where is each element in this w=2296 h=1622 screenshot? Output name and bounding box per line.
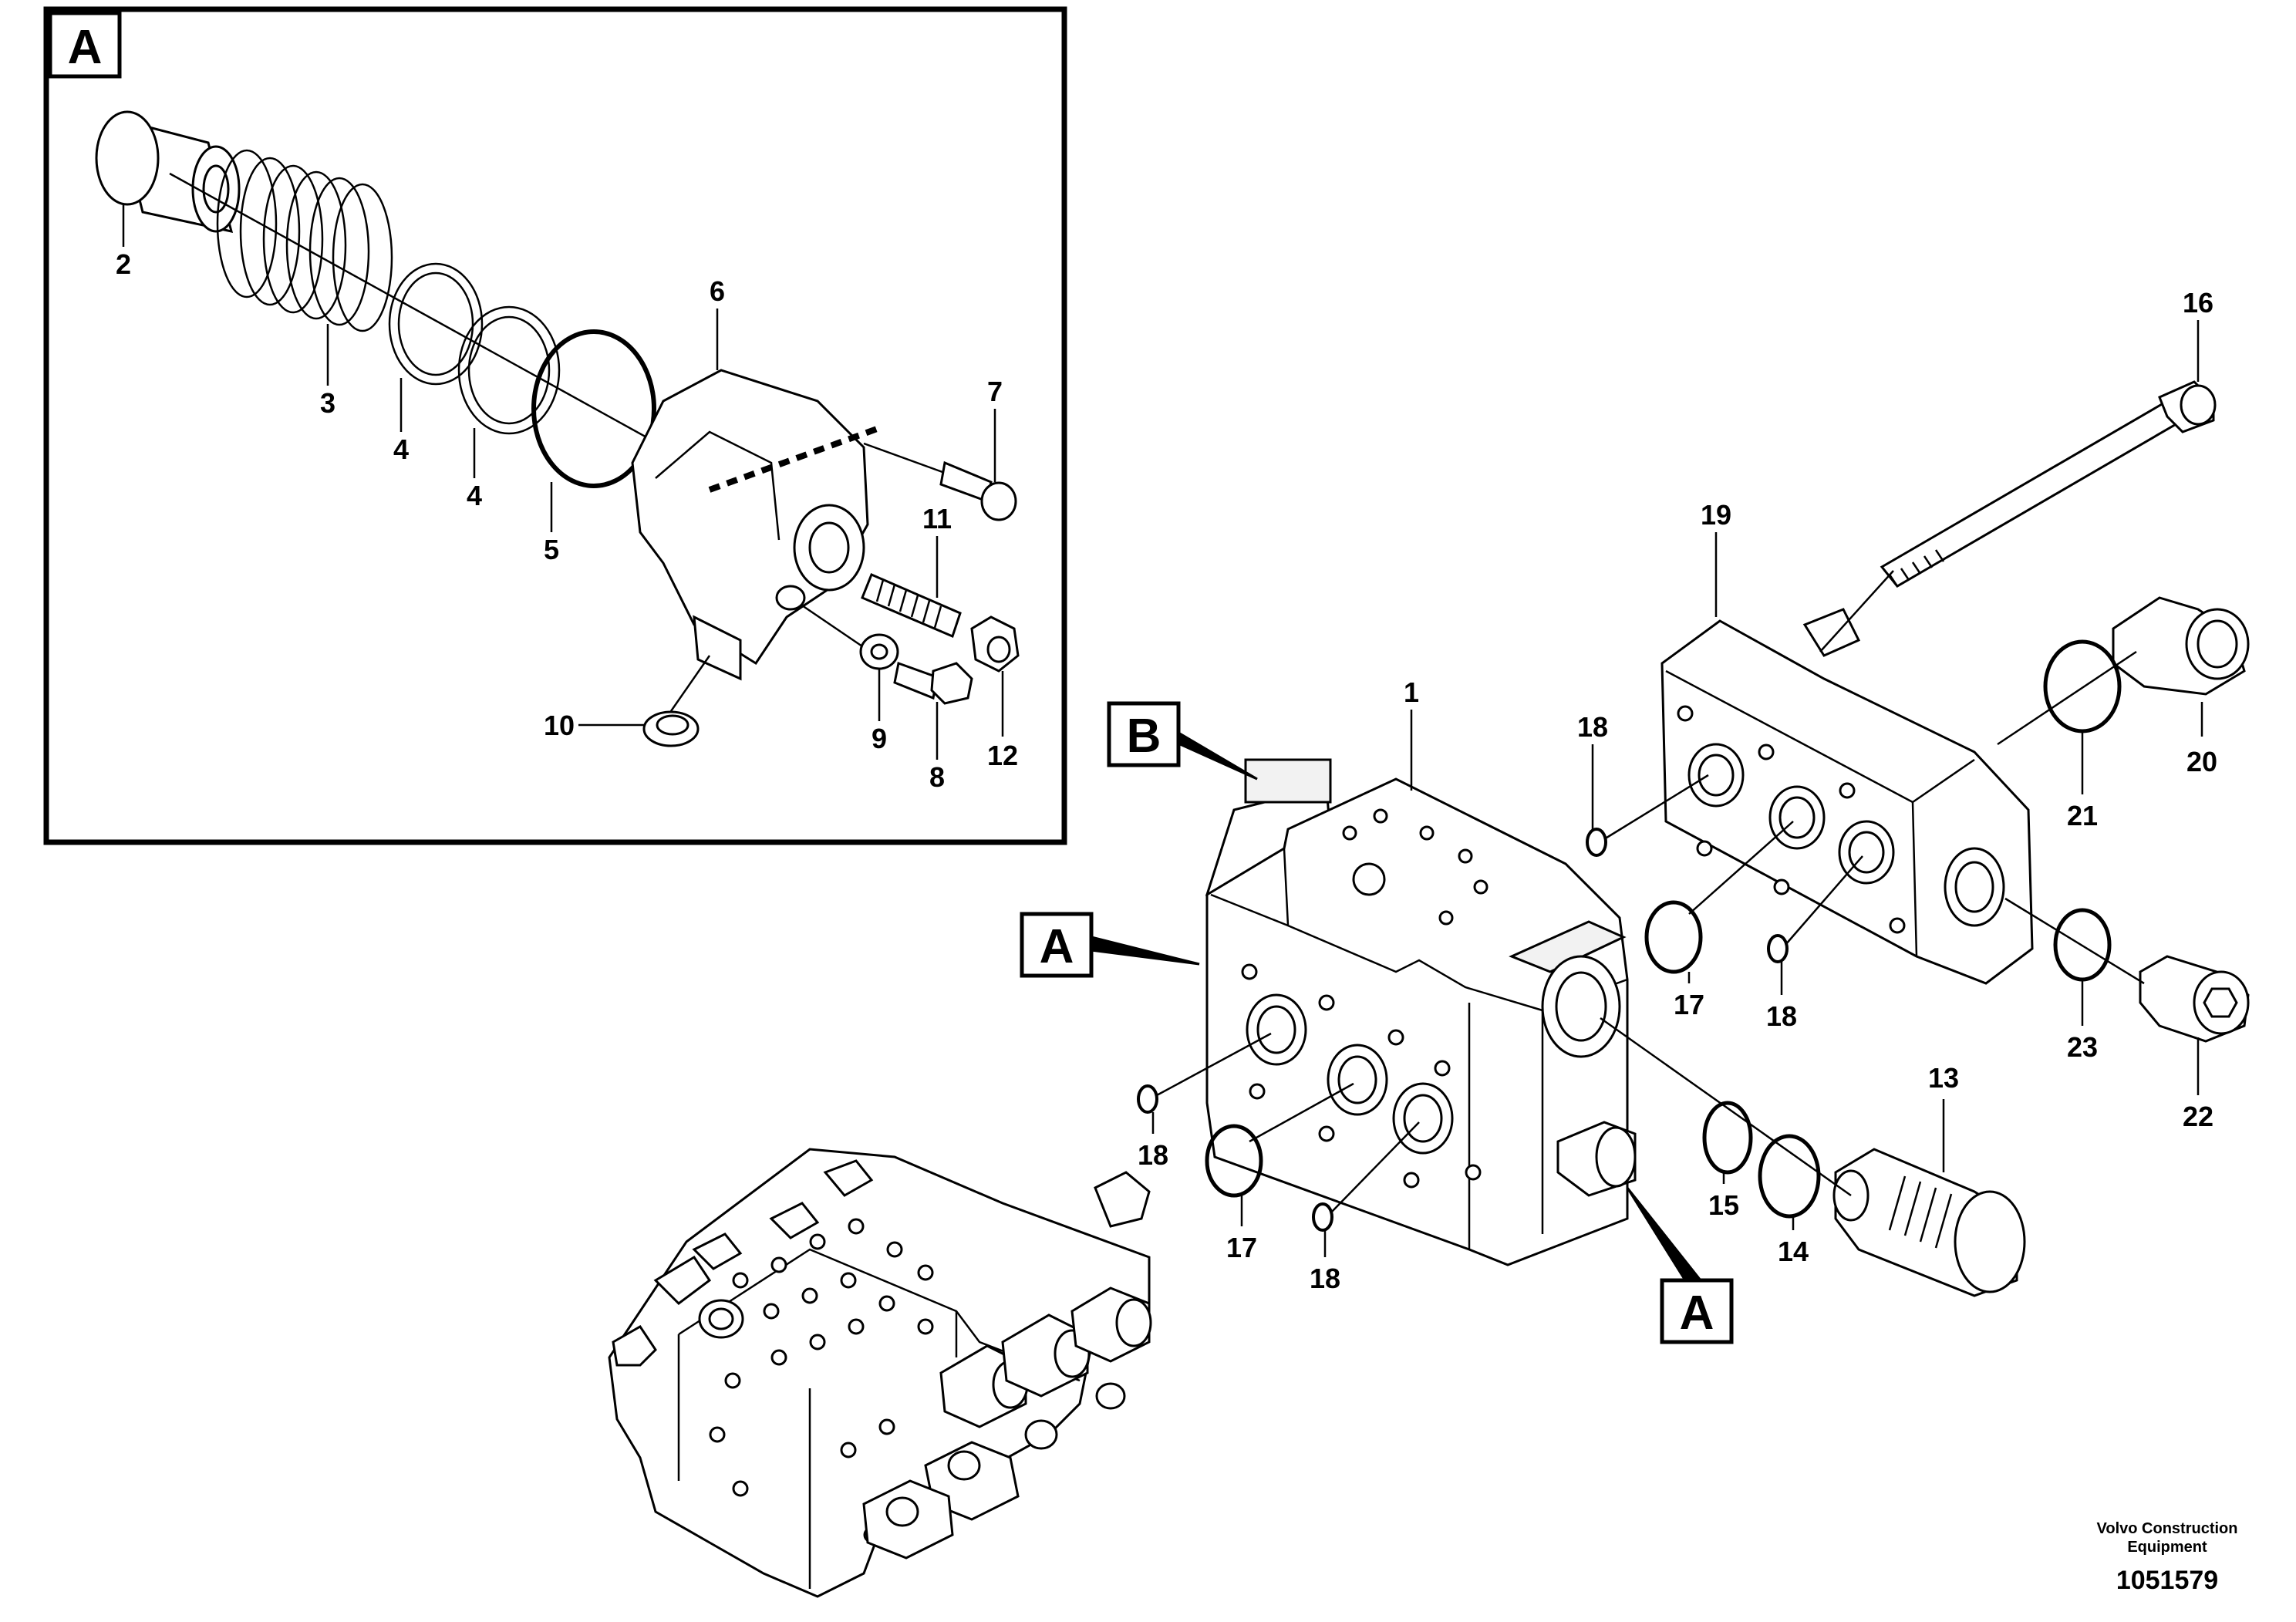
part-15-oring [1702,1101,1753,1175]
label-part-20: 20 [2186,746,2217,777]
label-part-9: 9 [872,723,887,754]
label-part-7: 7 [987,376,1003,407]
label-part-18-a: 18 [1577,711,1608,743]
label-part-18-d: 18 [1310,1263,1340,1294]
label-part-15: 15 [1708,1189,1739,1221]
part-18-ring-a [1586,828,1607,857]
detail-label: A [68,21,103,74]
credit-line-2: Equipment [2127,1539,2207,1556]
part-3-spring [216,149,393,332]
callout-a-bottom-text: A [1680,1286,1714,1340]
label-part-2: 2 [116,248,131,280]
label-part-17-b: 17 [1226,1232,1257,1263]
label-part-6: 6 [710,275,725,307]
label-part-11: 11 [922,503,952,534]
callout-a-left: A [1020,912,1200,978]
credit-line-1: Volvo Construction [2097,1520,2238,1537]
part-4-ring-b [457,305,561,435]
label-part-18-c: 18 [1138,1139,1168,1171]
label-part-23: 23 [2067,1031,2098,1063]
part-21-oring [2043,639,2122,733]
label-part-18-b: 18 [1766,1000,1797,1032]
part-18-ring-c [1137,1084,1158,1114]
part-18-ring-b [1767,934,1789,963]
label-part-10: 10 [544,710,575,741]
part-12-nut [970,615,1020,673]
part-18-ring-d [1312,1202,1333,1232]
part-17-oring-b [1205,1124,1263,1198]
part-7-screw [863,442,1017,521]
part-6-housing [631,369,881,681]
part-14-oring [1758,1134,1821,1219]
label-part-13: 13 [1928,1062,1959,1094]
part-22-plug [2139,955,2250,1043]
label-part-21: 21 [2067,800,2098,831]
part-10-plug [642,710,700,747]
detail-frame [43,6,1067,845]
label-part-4-b: 4 [467,480,482,511]
part-5-oring [531,329,656,488]
label-part-19: 19 [1701,499,1731,531]
detail-view-a: A [43,6,1067,845]
part-1-valve-section [1205,758,1637,1266]
part-20-plug [2112,596,2250,696]
callout-a-bottom: A [1626,1187,1734,1344]
label-part-4-a: 4 [393,433,409,465]
part-2-sleeve [95,110,241,233]
part-16-bolt [1880,380,2217,588]
label-part-8: 8 [929,761,945,793]
label-part-16: 16 [2183,287,2213,319]
label-part-3: 3 [320,387,335,419]
part-9-washer [801,604,899,670]
label-part-22: 22 [2183,1101,2213,1132]
detail-label-box [48,11,122,79]
part-4-ring-a [388,262,484,386]
label-part-1: 1 [1404,676,1419,708]
part-17-oring-a [1644,900,1703,974]
label-part-5: 5 [544,534,559,565]
part-19-end-cover [1660,608,2034,985]
label-part-14: 14 [1778,1236,1809,1267]
part-13-relief-valve [1832,1148,2026,1297]
part-11-stud [861,573,962,639]
part-8-bolt [893,661,973,705]
callout-a-left-text: A [1040,920,1074,973]
callout-b: B [1107,701,1258,781]
label-part-12: 12 [987,740,1018,771]
label-part-17-a: 17 [1674,989,1704,1020]
callout-b-text: B [1127,710,1161,763]
document-id: 1051579 [2116,1566,2218,1595]
full-valve-assembly-illustration [608,1148,1152,1598]
